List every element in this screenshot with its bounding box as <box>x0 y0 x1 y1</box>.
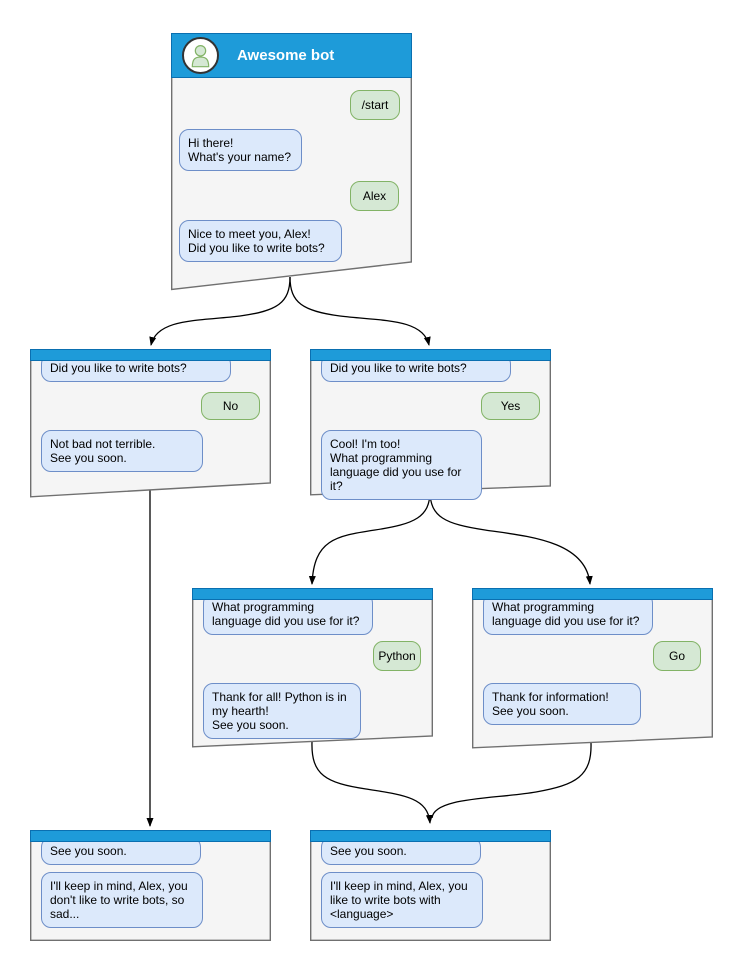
edge-yes-to-python <box>308 490 431 585</box>
user-message-bubble-answer: Python <box>373 641 421 671</box>
person-icon <box>191 44 210 68</box>
chat-window-main: Awesome bot /start Hi there! What's your… <box>171 33 412 291</box>
bot-message-bubble-reply: Cool! I'm too! What programming language… <box>321 430 482 500</box>
bot-message-bubble-reply: Thank for all! Python is in my hearth! S… <box>203 683 361 739</box>
bot-message-bubble-ask: Nice to meet you, Alex! Did you like to … <box>179 220 342 262</box>
edge-yes-to-go <box>429 490 593 585</box>
chat-window-python-branch: What programming language did you use fo… <box>192 588 433 748</box>
chat-window-go-branch: What programming language did you use fo… <box>472 588 713 749</box>
chat-header <box>472 588 713 600</box>
chat-window-no-branch: Did you like to write bots? No Not bad n… <box>30 349 271 498</box>
chat-header <box>310 830 551 842</box>
avatar <box>182 37 219 74</box>
bot-message-bubble-reply: I'll keep in mind, Alex, you like to wri… <box>321 872 483 928</box>
bot-message-bubble-reply: Thank for information! See you soon. <box>483 683 641 725</box>
bot-message-bubble-reply: Not bad not terrible. See you soon. <box>41 430 203 472</box>
user-message-bubble-answer: Go <box>653 641 701 671</box>
bot-message-bubble-reply: I'll keep in mind, Alex, you don't like … <box>41 872 203 928</box>
edge-start-to-yes-branch <box>289 276 431 346</box>
chat-header <box>192 588 433 600</box>
chat-header <box>30 830 271 842</box>
user-message-bubble-name: Alex <box>350 181 399 211</box>
edge-go-to-end <box>431 742 592 819</box>
bot-message-bubble-question: What programming language did you use fo… <box>483 593 653 635</box>
edge-python-to-end <box>311 741 433 824</box>
user-message-bubble-answer: Yes <box>481 392 540 420</box>
chat-window-end-no: See you soon. I'll keep in mind, Alex, y… <box>30 830 271 941</box>
chat-header <box>30 349 271 361</box>
bot-message-bubble-greet: Hi there! What's your name? <box>179 129 302 171</box>
chat-window-end-yes: See you soon. I'll keep in mind, Alex, y… <box>310 830 551 941</box>
chat-header <box>310 349 551 361</box>
user-message-bubble-answer: No <box>201 392 260 420</box>
bot-title: Awesome bot <box>237 47 335 64</box>
chat-header: Awesome bot <box>171 33 412 78</box>
edge-start-to-no-branch <box>149 276 291 346</box>
chat-window-yes-branch: Did you like to write bots? Yes Cool! I'… <box>310 349 551 500</box>
user-message-bubble-start: /start <box>350 90 400 120</box>
